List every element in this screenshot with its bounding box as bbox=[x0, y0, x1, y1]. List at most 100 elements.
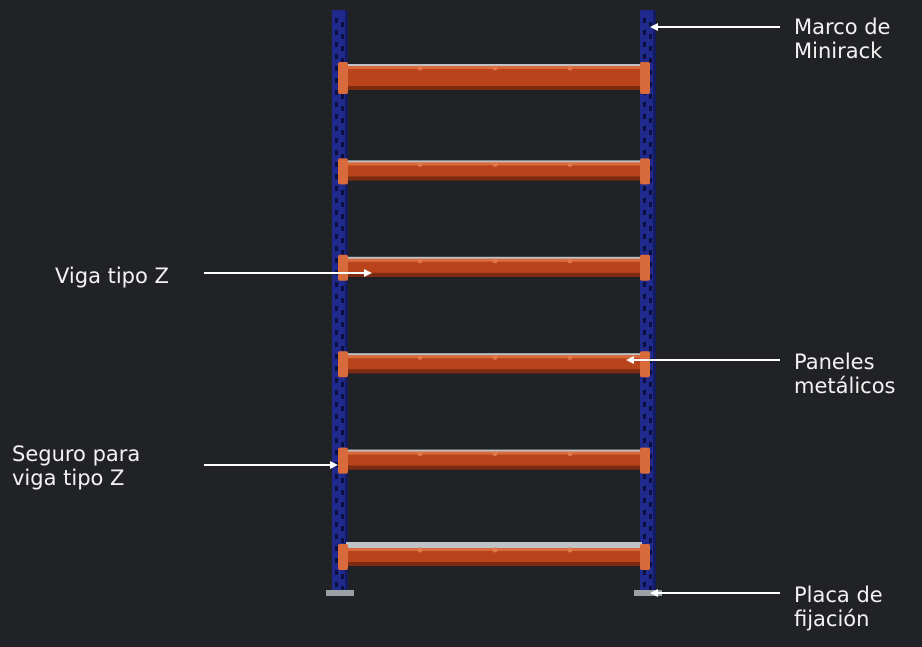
left-upright-hole bbox=[335, 294, 338, 299]
right-upright-hole bbox=[649, 430, 652, 435]
safety-lock-label-line-1: Seguro para bbox=[12, 442, 141, 466]
left-upright-hole bbox=[335, 150, 338, 155]
beam-label: Viga tipo Z bbox=[55, 264, 169, 288]
right-upright-hole bbox=[649, 166, 652, 171]
left-upright-hole bbox=[335, 78, 338, 83]
right-upright-hole bbox=[643, 510, 646, 515]
frame-arrow bbox=[650, 23, 780, 31]
left-upright-hole bbox=[335, 18, 338, 23]
left-upright-hole bbox=[341, 514, 344, 519]
left-upright-hole bbox=[335, 186, 338, 191]
z-beam-bottom-edge bbox=[346, 562, 642, 566]
right-upright-hole bbox=[643, 150, 646, 155]
left-upright-hole bbox=[341, 142, 344, 147]
right-upright-hole bbox=[649, 550, 652, 555]
right-upright-hole bbox=[649, 118, 652, 123]
safety-lock-label-line-2: viga tipo Z bbox=[12, 466, 125, 490]
left-upright-hole bbox=[341, 130, 344, 135]
left-upright-hole bbox=[335, 306, 338, 311]
left-upright-hole bbox=[341, 46, 344, 51]
right-upright-hole bbox=[643, 198, 646, 203]
right-upright-hole bbox=[649, 106, 652, 111]
left-upright-hole bbox=[335, 330, 338, 335]
right-upright-hole bbox=[649, 154, 652, 159]
right-upright-edge bbox=[653, 10, 656, 592]
right-upright-hole bbox=[643, 222, 646, 227]
right-upright-hole bbox=[649, 490, 652, 495]
left-upright-hole bbox=[335, 126, 338, 131]
right-upright-hole bbox=[649, 382, 652, 387]
left-upright-hole bbox=[335, 510, 338, 515]
left-upright-hole bbox=[341, 418, 344, 423]
left-upright-hole bbox=[341, 94, 344, 99]
right-upright-hole bbox=[649, 346, 652, 351]
right-upright-hole bbox=[649, 298, 652, 303]
rack-structure bbox=[326, 10, 662, 596]
right-upright-hole bbox=[643, 390, 646, 395]
right-upright-hole bbox=[649, 562, 652, 567]
left-upright-hole bbox=[335, 570, 338, 575]
left-upright-hole bbox=[341, 250, 344, 255]
right-upright-hole bbox=[649, 202, 652, 207]
panel-rivet bbox=[492, 547, 498, 553]
right-upright-hole bbox=[649, 526, 652, 531]
right-upright-hole bbox=[649, 286, 652, 291]
metal-panel bbox=[346, 542, 642, 552]
left-upright-hole bbox=[335, 438, 338, 443]
right-upright-hole bbox=[649, 574, 652, 579]
panel-rivet bbox=[567, 451, 573, 457]
left-upright-edge bbox=[345, 10, 348, 592]
right-upright-hole bbox=[649, 586, 652, 591]
beam-connector-left bbox=[338, 544, 348, 570]
right-upright-hole bbox=[643, 54, 646, 59]
beam-connector-left bbox=[338, 447, 348, 474]
right-upright-hole bbox=[649, 262, 652, 267]
right-upright-hole bbox=[643, 234, 646, 239]
panel-rivet bbox=[417, 354, 423, 360]
right-upright-hole bbox=[649, 94, 652, 99]
left-upright-hole bbox=[335, 522, 338, 527]
left-upright-hole bbox=[335, 54, 338, 59]
panels-label-line-1: Paneles bbox=[794, 350, 875, 374]
left-upright-hole bbox=[341, 154, 344, 159]
right-upright-hole bbox=[643, 42, 646, 47]
right-upright-hole bbox=[649, 214, 652, 219]
right-upright-hole bbox=[649, 142, 652, 147]
base-plate-label-line-2: fijación bbox=[794, 607, 870, 631]
safety-lock-label: Seguro para viga tipo Z bbox=[12, 442, 140, 490]
right-upright-hole bbox=[649, 82, 652, 87]
left-upright-hole bbox=[341, 406, 344, 411]
right-upright-hole bbox=[649, 454, 652, 459]
right-upright-hole bbox=[649, 442, 652, 447]
beam-connector-right bbox=[640, 351, 650, 378]
right-upright-hole bbox=[643, 378, 646, 383]
left-upright-hole bbox=[341, 310, 344, 315]
beam-connector-left bbox=[338, 158, 348, 185]
beam-label-line-1: Viga tipo Z bbox=[55, 264, 169, 288]
panel-rivet bbox=[417, 258, 423, 264]
left-upright-hole bbox=[335, 450, 338, 455]
panels-arrow bbox=[626, 356, 780, 364]
panel-rivet bbox=[492, 451, 498, 457]
right-upright-hole bbox=[649, 322, 652, 327]
panel-rivet bbox=[492, 258, 498, 264]
left-upright-hole bbox=[341, 502, 344, 507]
left-upright-hole bbox=[341, 526, 344, 531]
left-upright-hole bbox=[335, 486, 338, 491]
left-upright-hole bbox=[335, 354, 338, 359]
right-upright-hole bbox=[643, 486, 646, 491]
left-upright-hole bbox=[341, 490, 344, 495]
beam-connector-right bbox=[640, 544, 650, 570]
panel-rivet bbox=[492, 354, 498, 360]
right-upright-hole bbox=[643, 30, 646, 35]
right-upright-hole bbox=[649, 58, 652, 63]
right-upright-hole bbox=[649, 70, 652, 75]
left-upright-hole bbox=[335, 42, 338, 47]
right-upright-hole bbox=[649, 538, 652, 543]
panels-label: Paneles metálicos bbox=[794, 350, 895, 398]
left-upright-hole bbox=[335, 426, 338, 431]
left-upright-hole bbox=[341, 322, 344, 327]
left-upright-hole bbox=[335, 342, 338, 347]
left-upright-hole bbox=[341, 286, 344, 291]
panel-rivet bbox=[417, 65, 423, 71]
